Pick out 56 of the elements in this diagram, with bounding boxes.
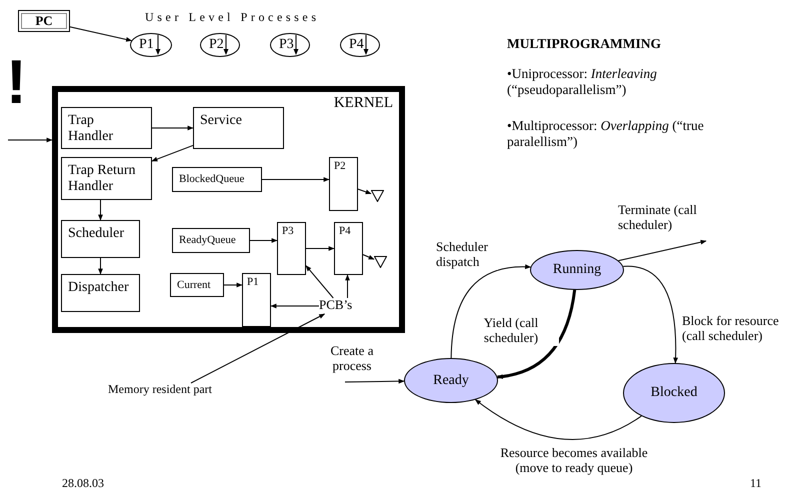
arrow — [306, 265, 334, 298]
section-heading: MULTIPROGRAMMING — [507, 36, 661, 52]
curved-arrow — [474, 399, 642, 440]
arrow — [345, 274, 350, 298]
process-circle: P3 — [270, 33, 310, 57]
arrow — [98, 200, 103, 221]
text-label: Memory resident part — [108, 383, 243, 399]
state-ellipse: Running — [530, 250, 624, 290]
kernel-box — [52, 86, 405, 333]
arrow — [250, 238, 278, 243]
process-circle: P2 — [200, 33, 240, 57]
bullet-text: •Multiprocessor: Overlapping (“true paralellism”) — [507, 118, 705, 150]
process-box: Trap Return Handler — [61, 157, 152, 200]
arrow — [262, 177, 330, 182]
curved-arrow — [622, 266, 678, 364]
arrow — [362, 254, 375, 260]
pcb-box: P2 — [329, 157, 358, 211]
bullet-text: •Uniprocessor: Interleaving (“pseudoparallelism”) — [507, 66, 658, 98]
arrow — [8, 138, 53, 142]
curved-arrow — [450, 264, 532, 358]
arrow — [306, 246, 335, 251]
pcb-box: P1 — [242, 273, 271, 327]
pcb-box: P4 — [334, 222, 363, 275]
text-label: PCB’s — [319, 298, 361, 314]
arrow — [190, 314, 326, 384]
footer-text: 28.08.03 — [62, 476, 104, 490]
process-box: ReadyQueue — [172, 228, 250, 253]
edge-label: Scheduler dispatch — [436, 240, 498, 270]
arrow — [70, 26, 132, 42]
process-box: Trap Handler — [61, 107, 152, 149]
arrow — [152, 126, 194, 130]
arrow — [358, 188, 372, 194]
heading-text: User Level Processes — [145, 10, 320, 24]
process-circle: P4 — [340, 33, 380, 57]
process-box: BlockedQueue — [172, 167, 262, 192]
process-box: Current — [170, 273, 224, 297]
arrow — [224, 282, 243, 288]
register-box: PC — [18, 10, 70, 32]
exclamation-mark: ! — [6, 52, 27, 114]
state-ellipse: Ready — [404, 358, 498, 403]
arrow — [151, 144, 194, 162]
arrow — [618, 240, 707, 262]
arrow — [270, 304, 320, 308]
process-circle: P1 — [130, 33, 172, 57]
process-box: Dispatcher — [61, 274, 140, 312]
process-box: Service — [193, 107, 284, 149]
state-ellipse: Blocked — [623, 363, 725, 423]
triangle-symbol — [374, 256, 387, 268]
kernel-title: KERNEL — [334, 95, 393, 112]
arrow — [98, 258, 103, 275]
arrow — [344, 378, 405, 384]
footer-text: 11 — [750, 476, 762, 490]
triangle-symbol — [371, 190, 384, 202]
pcb-box: P3 — [277, 222, 306, 275]
process-box: Scheduler — [61, 220, 140, 258]
curved-arrow — [496, 290, 576, 379]
